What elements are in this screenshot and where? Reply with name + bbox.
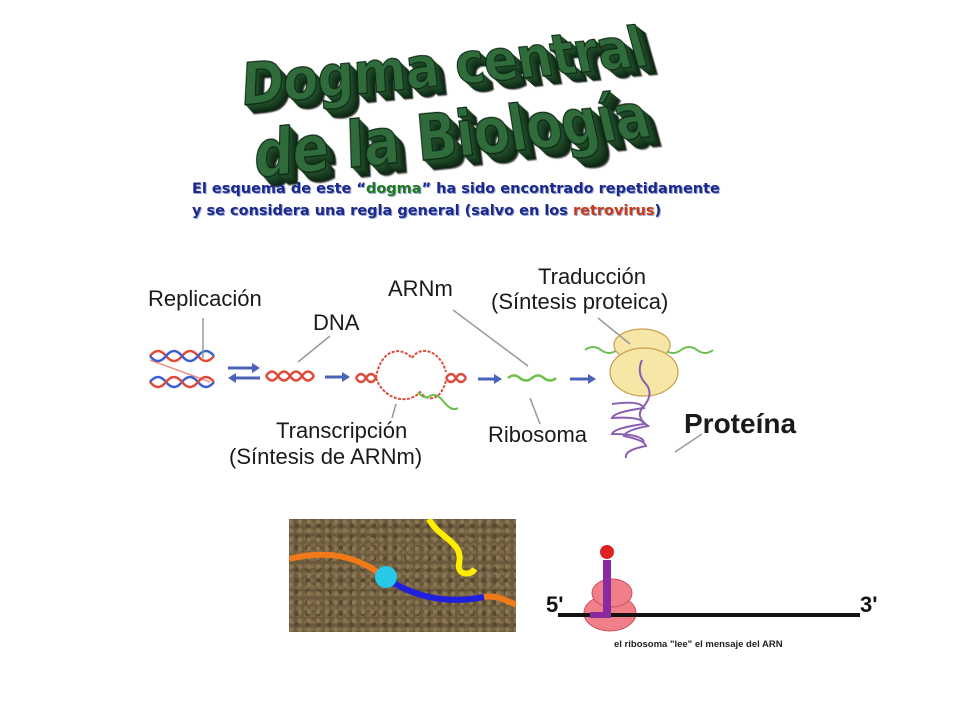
label-transcripcion: Transcripción <box>276 418 408 443</box>
translation-animation-image <box>289 519 516 632</box>
highlight-retrovirus: retrovirus <box>572 203 655 219</box>
equilibrium-arrows-icon <box>228 363 260 383</box>
translation-strands-icon <box>289 519 516 608</box>
ribosome-translation-icon <box>584 328 714 459</box>
mrna-strand-icon <box>507 374 557 382</box>
replicating-dna-icon <box>149 349 215 389</box>
label-arnm: ARNm <box>388 276 453 301</box>
label-ribosoma: Ribosoma <box>488 422 588 447</box>
ribosome-reading-panel: 5' 3' el ribosoma "lee" el mensaje del A… <box>538 508 888 653</box>
arrow-icon <box>478 374 502 384</box>
highlight-dogma: dogma <box>365 181 422 197</box>
label-sintesis-arnm: (Síntesis de ARNm) <box>229 444 423 469</box>
label-traduccion: Traducción <box>538 264 647 289</box>
five-prime-label: 5' <box>546 592 564 617</box>
label-proteina: Proteína <box>684 408 797 439</box>
label-replicacion: Replicación <box>148 286 262 311</box>
subtitle-text: ” ha sido encontrado repetidamente <box>421 181 720 197</box>
ribosome-caption: el ribosoma "lee" el mensaje del ARN <box>614 639 783 650</box>
arrow-icon <box>570 374 596 384</box>
subtitle-text: El esquema de este “ <box>192 181 366 197</box>
arrow-icon <box>325 372 350 382</box>
subtitle-text: ) <box>654 203 662 219</box>
subtitle-line-1: El esquema de este “dogma” ha sido encon… <box>192 178 812 200</box>
subtitle-text: y se considera una regla general (salvo … <box>192 203 573 219</box>
three-prime-label: 3' <box>860 592 878 617</box>
subtitle-line-2: y se considera una regla general (salvo … <box>192 200 812 222</box>
dna-helix-icon <box>264 370 316 382</box>
subtitle: El esquema de este “dogma” ha sido encon… <box>192 178 812 222</box>
ribosome-reading-icon <box>558 545 860 632</box>
label-sintesis-proteica: (Síntesis proteica) <box>491 289 669 314</box>
transcription-bubble-icon <box>354 349 468 411</box>
label-dna: DNA <box>313 310 360 335</box>
label-pointers <box>202 309 703 453</box>
